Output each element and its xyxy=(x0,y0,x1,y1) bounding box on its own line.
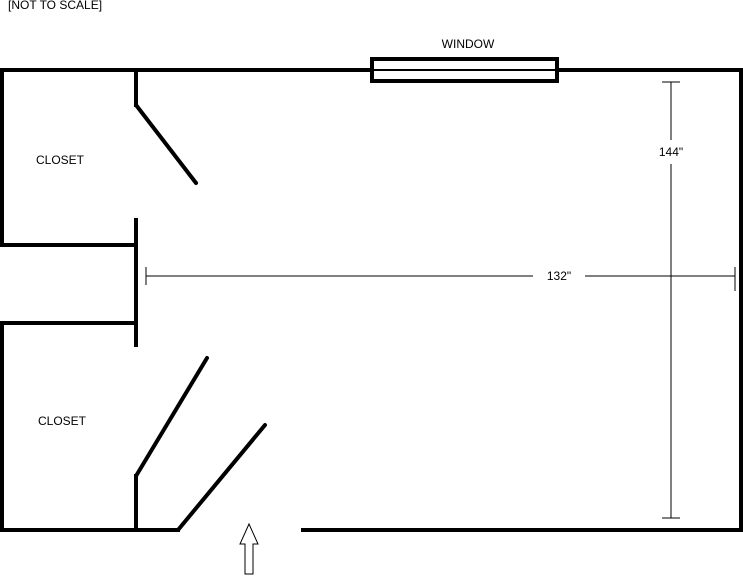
closet-top-door xyxy=(134,103,198,185)
width-dimension-label: 132" xyxy=(547,269,571,283)
depth-dimension xyxy=(662,81,680,519)
closet-top-label: CLOSET xyxy=(36,153,85,167)
closet-bottom xyxy=(0,321,138,532)
closet-bottom-label: CLOSET xyxy=(38,414,87,428)
window-label: WINDOW xyxy=(442,37,495,51)
width-dimension xyxy=(145,267,736,291)
up-arrow-icon xyxy=(239,522,259,575)
window xyxy=(370,57,559,83)
room-walls xyxy=(0,68,743,532)
entry-door xyxy=(176,423,267,532)
closet-top xyxy=(0,68,138,247)
not-to-scale-note: [NOT TO SCALE] xyxy=(8,0,102,12)
depth-dimension-label: 144" xyxy=(659,145,683,159)
closet-bottom-door xyxy=(134,356,209,478)
